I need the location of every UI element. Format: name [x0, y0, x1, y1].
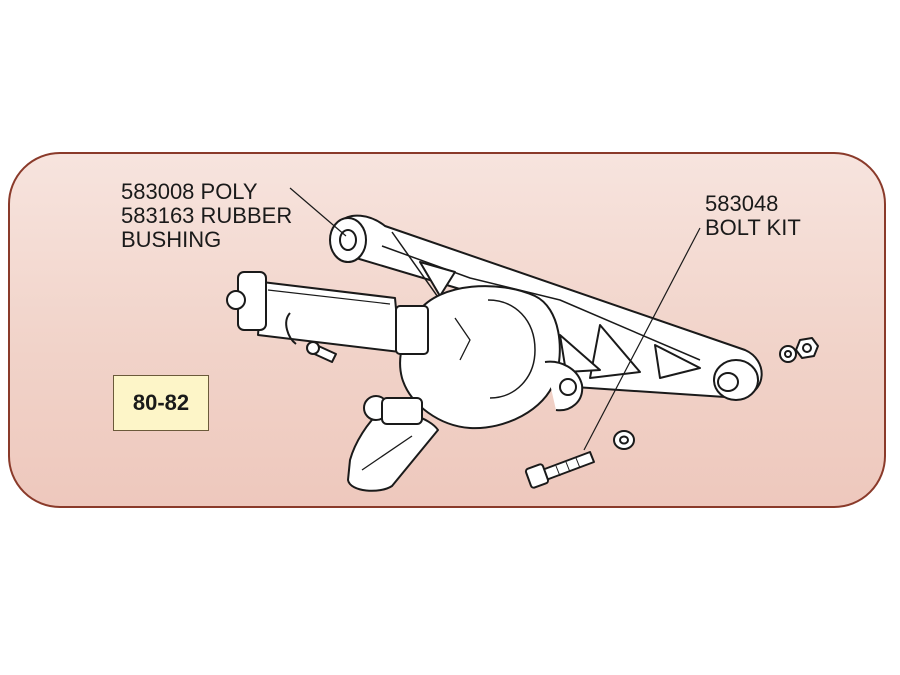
bolt [524, 451, 595, 489]
bushing-callout: 583008 POLY 583163 RUBBER BUSHING [121, 180, 292, 252]
year-badge: 80-82 [113, 375, 209, 431]
bushing-label: BUSHING [121, 227, 222, 252]
stud [306, 341, 337, 363]
bolt-kit-callout: 583048 BOLT KIT [705, 192, 801, 240]
bushing [329, 217, 367, 263]
bushing-leader-line [289, 187, 347, 237]
washer [613, 430, 635, 450]
control-arm [336, 214, 763, 399]
lower-arm [347, 395, 439, 492]
nut [779, 337, 819, 363]
axle-tube [226, 271, 401, 353]
differential-housing [395, 285, 584, 430]
bushing-part-poly: 583008 POLY [121, 179, 258, 204]
bolt-kit-label: BOLT KIT [705, 215, 801, 240]
bolt-leader-line [583, 227, 701, 451]
bushing-right [713, 359, 759, 401]
bolt-kit-part-number: 583048 [705, 191, 779, 216]
bushing-part-rubber: 583163 RUBBER [121, 203, 293, 228]
